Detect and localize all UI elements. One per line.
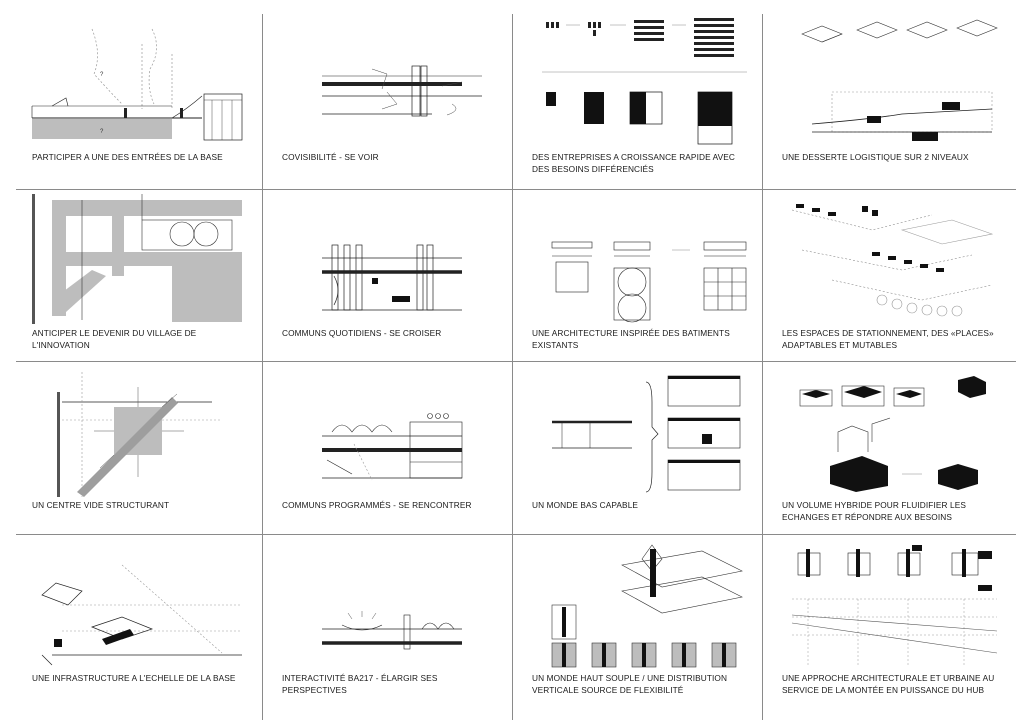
panel-caption: PARTICIPER A UNE DES ENTRÉES DE LA BASE <box>32 152 223 162</box>
panel-caption: LES ESPACES DE STATIONNEMENT, DES «PLACE… <box>782 328 994 350</box>
panel-devenir-village: ANTICIPER LE DEVENIR DU VILLAGE DE L'INN… <box>16 190 266 365</box>
panel-covisibilite: COVISIBILITÉ - SE VOIR <box>266 14 516 189</box>
panel-entreprises-croissance: DES ENTREPRISES A CROISSANCE RAPIDE AVEC… <box>516 14 766 189</box>
panel-architecture-inspiree: UNE ARCHITECTURE INSPIRÉE DES BATIMENTS … <box>516 190 766 365</box>
panel-caption: ANTICIPER LE DEVENIR DU VILLAGE DE L'INN… <box>32 328 197 350</box>
panel-interactivite: INTERACTIVITÉ BA217 - ÉLARGIR SES PERSPE… <box>266 535 516 710</box>
panel-caption: UN MONDE BAS CAPABLE <box>532 500 639 510</box>
panel-caption: UNE ARCHITECTURE INSPIRÉE DES BATIMENTS … <box>532 328 730 350</box>
panel-caption: UNE INFRASTRUCTURE A L'ECHELLE DE LA BAS… <box>32 673 236 683</box>
panel-approche-hub: UNE APPROCHE ARCHITECTURALE ET URBAINE A… <box>766 535 1016 710</box>
infrastructure-axonometric <box>41 564 242 666</box>
logistics-two-levels-drawing <box>801 19 998 141</box>
panel-volume-hybride: UN VOLUME HYBRIDE POUR FLUIDIFIER LES EC… <box>766 362 1016 537</box>
parking-places-axonometric <box>791 204 994 317</box>
programmed-commons-section <box>322 413 463 481</box>
flexible-high-world-drawing <box>551 544 743 668</box>
panel-monde-bas: UN MONDE BAS CAPABLE <box>516 362 766 537</box>
question-marker: ? <box>100 72 104 78</box>
entrance-plan-drawing: ? ? <box>31 28 243 141</box>
existing-buildings-plans <box>551 241 747 323</box>
diagram-board: ? ? PARTICIPER A UNE DES ENTRÉES DE LA B… <box>16 14 1016 720</box>
interactivity-section <box>322 611 462 650</box>
capable-low-world-sections <box>552 375 741 493</box>
panel-centre-vide: UN CENTRE VIDE STRUCTURANT <box>16 362 266 537</box>
panel-caption: UNE DESSERTE LOGISTIQUE SUR 2 NIVEAUX <box>782 152 969 162</box>
grid-divider <box>16 189 1016 190</box>
grid-divider <box>16 361 1016 362</box>
panel-caption: UN VOLUME HYBRIDE POUR FLUIDIFIER LES EC… <box>782 500 966 522</box>
panel-communs-quotidiens: COMMUNS QUOTIDIENS - SE CROISER <box>266 190 516 365</box>
hub-growth-sequence <box>791 545 998 665</box>
panel-caption: UN MONDE HAUT SOUPLE / UNE DISTRIBUTION … <box>532 673 728 695</box>
panel-caption: INTERACTIVITÉ BA217 - ÉLARGIR SES PERSPE… <box>282 673 438 695</box>
panel-caption: UN CENTRE VIDE STRUCTURANT <box>32 500 170 510</box>
question-marker: ? <box>100 129 104 135</box>
panel-stationnement: LES ESPACES DE STATIONNEMENT, DES «PLACE… <box>766 190 1016 365</box>
grid-divider <box>16 534 1016 535</box>
grid-divider <box>762 14 763 720</box>
panel-entrees-base: ? ? PARTICIPER A UNE DES ENTRÉES DE LA B… <box>16 14 266 189</box>
structuring-void-plan <box>57 372 222 497</box>
panel-desserte-logistique: UNE DESSERTE LOGISTIQUE SUR 2 NIVEAUX <box>766 14 1016 189</box>
covisibility-section-drawing <box>322 65 482 117</box>
daily-commons-section <box>322 244 462 311</box>
panel-infrastructure: UNE INFRASTRUCTURE A L'ECHELLE DE LA BAS… <box>16 535 266 710</box>
panel-caption: DES ENTREPRISES A CROISSANCE RAPIDE AVEC… <box>532 152 736 174</box>
panel-caption: COMMUNS PROGRAMMÉS - SE RENCONTRER <box>282 500 472 510</box>
grid-divider <box>262 14 263 720</box>
panel-communs-programmes: COMMUNS PROGRAMMÉS - SE RENCONTRER <box>266 362 516 537</box>
village-evolution-plan <box>32 194 242 324</box>
grid-divider <box>512 14 513 720</box>
panel-caption: COVISIBILITÉ - SE VOIR <box>282 152 379 162</box>
panel-caption: UNE APPROCHE ARCHITECTURALE ET URBAINE A… <box>782 673 995 695</box>
panel-monde-haut: UN MONDE HAUT SOUPLE / UNE DISTRIBUTION … <box>516 535 766 710</box>
growth-stages-drawing <box>542 18 747 145</box>
hybrid-volume-axonometric <box>799 376 986 492</box>
panel-caption: COMMUNS QUOTIDIENS - SE CROISER <box>282 328 442 338</box>
